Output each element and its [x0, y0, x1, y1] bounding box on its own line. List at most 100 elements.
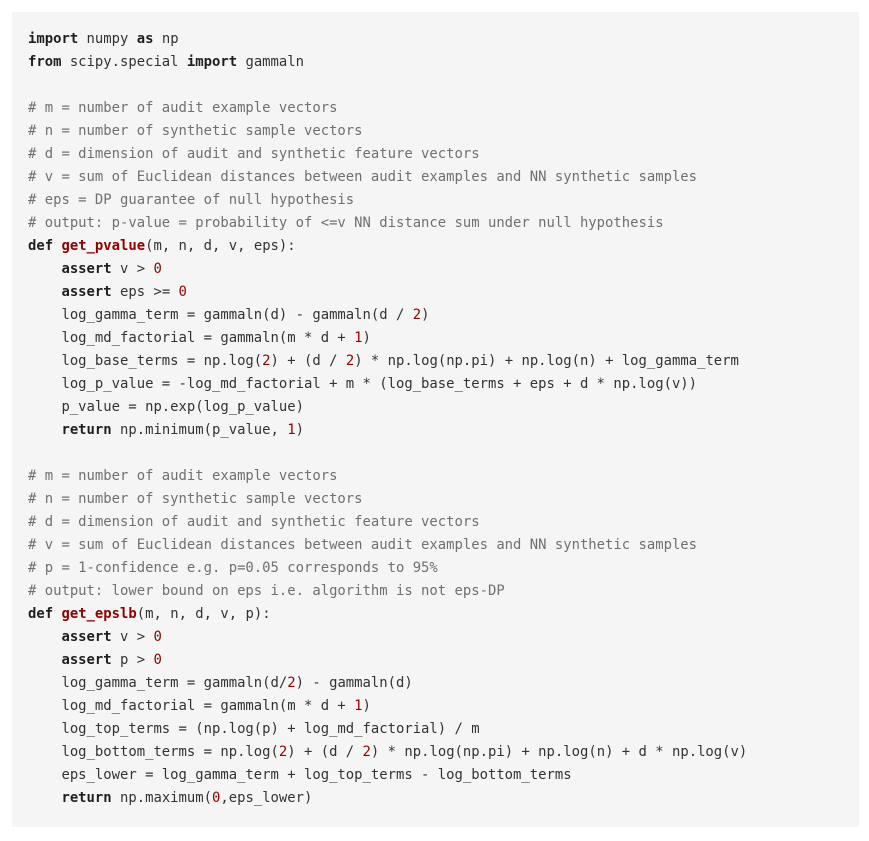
code-line: # d = dimension of audit and synthetic f… — [28, 143, 859, 166]
code-line: log_p_value = -log_md_factorial + m * (l… — [28, 373, 859, 396]
code-comment: # output: lower bound on eps i.e. algori… — [28, 583, 505, 599]
code-comment: # eps = DP guarantee of null hypothesis — [28, 192, 355, 208]
code-keyword: def — [28, 606, 54, 622]
code-line: assert v > 0 — [28, 258, 859, 281]
code-line: eps_lower = log_gamma_term + log_top_ter… — [28, 764, 859, 787]
code-line: log_bottom_terms = np.log(2) + (d / 2) *… — [28, 741, 859, 764]
code-keyword: import — [28, 31, 79, 47]
code-text: p_value = np.exp(log_p_value) — [28, 399, 304, 415]
code-line: log_md_factorial = gammaln(m * d + 1) — [28, 695, 859, 718]
code-text: ) * np.log(np.pi) + np.log(n) + d * np.l… — [370, 744, 748, 760]
code-text: (m, n, d, v, p): — [136, 606, 271, 622]
code-line: assert p > 0 — [28, 649, 859, 672]
code-text: ,eps_lower) — [220, 790, 313, 806]
code-line: # eps = DP guarantee of null hypothesis — [28, 189, 859, 212]
code-line: log_md_factorial = gammaln(m * d + 1) — [28, 327, 859, 350]
code-comment: # v = sum of Euclidean distances between… — [28, 537, 698, 553]
code-text: ) — [295, 422, 305, 438]
code-line: # m = number of audit example vectors — [28, 97, 859, 120]
code-block: import numpy as np from scipy.special imp… — [12, 12, 859, 827]
code-line — [28, 442, 859, 465]
code-keyword: assert — [61, 284, 112, 300]
code-number: 1 — [287, 422, 296, 438]
code-text: numpy — [78, 31, 137, 47]
code-function-name: get_pvalue — [61, 238, 146, 254]
code-text — [28, 284, 61, 300]
code-number: 2 — [262, 353, 271, 369]
code-keyword: assert — [61, 629, 112, 645]
code-keyword: as — [136, 31, 154, 47]
code-line: def get_pvalue(m, n, d, v, eps): — [28, 235, 859, 258]
code-comment: # p = 1-confidence e.g. p=0.05 correspon… — [28, 560, 438, 576]
code-text — [28, 422, 61, 438]
code-number: 1 — [354, 698, 363, 714]
code-number: 2 — [362, 744, 371, 760]
code-line: assert eps >= 0 — [28, 281, 859, 304]
code-line: # v = sum of Euclidean distances between… — [28, 534, 859, 557]
code-number: 0 — [212, 790, 221, 806]
code-text: np.maximum( — [111, 790, 212, 806]
code-text — [28, 790, 61, 806]
code-number: 0 — [153, 652, 162, 668]
code-text: v > — [111, 629, 154, 645]
code-text: log_top_terms = (np.log(p) + log_md_fact… — [28, 721, 480, 737]
code-number: 2 — [412, 307, 422, 323]
code-number: 2 — [287, 675, 296, 691]
code-line — [28, 74, 859, 97]
code-line: from scipy.special import gammaln — [28, 51, 859, 74]
code-text: log_bottom_terms = np.log( — [28, 744, 279, 760]
code-text: v > — [111, 261, 154, 277]
code-keyword: assert — [61, 261, 112, 277]
code-text: log_md_factorial = gammaln(m * d + — [28, 330, 355, 346]
code-comment: # d = dimension of audit and synthetic f… — [28, 146, 480, 162]
code-text: np.minimum(p_value, — [111, 422, 288, 438]
code-keyword: import — [186, 54, 238, 70]
code-text: np — [153, 31, 179, 47]
code-line: return np.maximum(0,eps_lower) — [28, 787, 859, 810]
code-line: log_gamma_term = gammaln(d) - gammaln(d … — [28, 304, 859, 327]
code-text: (m, n, d, v, eps): — [145, 238, 296, 254]
code-number: 2 — [345, 353, 355, 369]
code-text: log_md_factorial = gammaln(m * d + — [28, 698, 355, 714]
code-keyword: assert — [61, 652, 112, 668]
code-line: # p = 1-confidence e.g. p=0.05 correspon… — [28, 557, 859, 580]
code-number: 0 — [178, 284, 187, 300]
code-number: 1 — [354, 330, 363, 346]
code-comment: # output: p-value = probability of <=v N… — [28, 215, 664, 231]
code-text: p > — [111, 652, 154, 668]
code-line: # v = sum of Euclidean distances between… — [28, 166, 859, 189]
code-number: 2 — [278, 744, 288, 760]
code-comment: # n = number of synthetic sample vectors — [28, 123, 363, 139]
code-line: log_gamma_term = gammaln(d/2) - gammaln(… — [28, 672, 859, 695]
code-text: ) — [421, 307, 430, 323]
code-text: eps >= — [111, 284, 179, 300]
code-line: log_base_terms = np.log(2) + (d / 2) * n… — [28, 350, 859, 373]
code-comment: # m = number of audit example vectors — [28, 468, 338, 484]
code-line: # d = dimension of audit and synthetic f… — [28, 511, 859, 534]
code-function-name: get_epslb — [61, 606, 137, 622]
code-text: eps_lower = log_gamma_term + log_top_ter… — [28, 767, 572, 783]
code-text: log_base_terms = np.log( — [28, 353, 263, 369]
code-keyword: return — [61, 422, 112, 438]
code-line: return np.minimum(p_value, 1) — [28, 419, 859, 442]
code-text — [28, 652, 61, 668]
code-text — [28, 629, 61, 645]
code-comment: # d = dimension of audit and synthetic f… — [28, 514, 480, 530]
code-keyword: return — [61, 790, 112, 806]
code-text: ) + (d / — [287, 744, 363, 760]
code-line: assert v > 0 — [28, 626, 859, 649]
code-line: # output: lower bound on eps i.e. algori… — [28, 580, 859, 603]
code-text: log_gamma_term = gammaln(d/ — [28, 675, 288, 691]
code-text: log_gamma_term = gammaln(d) - gammaln(d … — [28, 307, 413, 323]
code-text: ) — [362, 330, 371, 346]
code-listing: import numpy as np from scipy.special imp… — [28, 28, 859, 810]
code-text — [28, 261, 61, 277]
code-text: ) — [362, 698, 371, 714]
code-keyword: from — [28, 54, 62, 70]
code-line: # n = number of synthetic sample vectors — [28, 488, 859, 511]
code-line: # n = number of synthetic sample vectors — [28, 120, 859, 143]
code-keyword: def — [28, 238, 54, 254]
code-text: ) * np.log(np.pi) + np.log(n) + log_gamm… — [354, 353, 739, 369]
code-line: # output: p-value = probability of <=v N… — [28, 212, 859, 235]
code-text: gammaln — [237, 54, 304, 70]
